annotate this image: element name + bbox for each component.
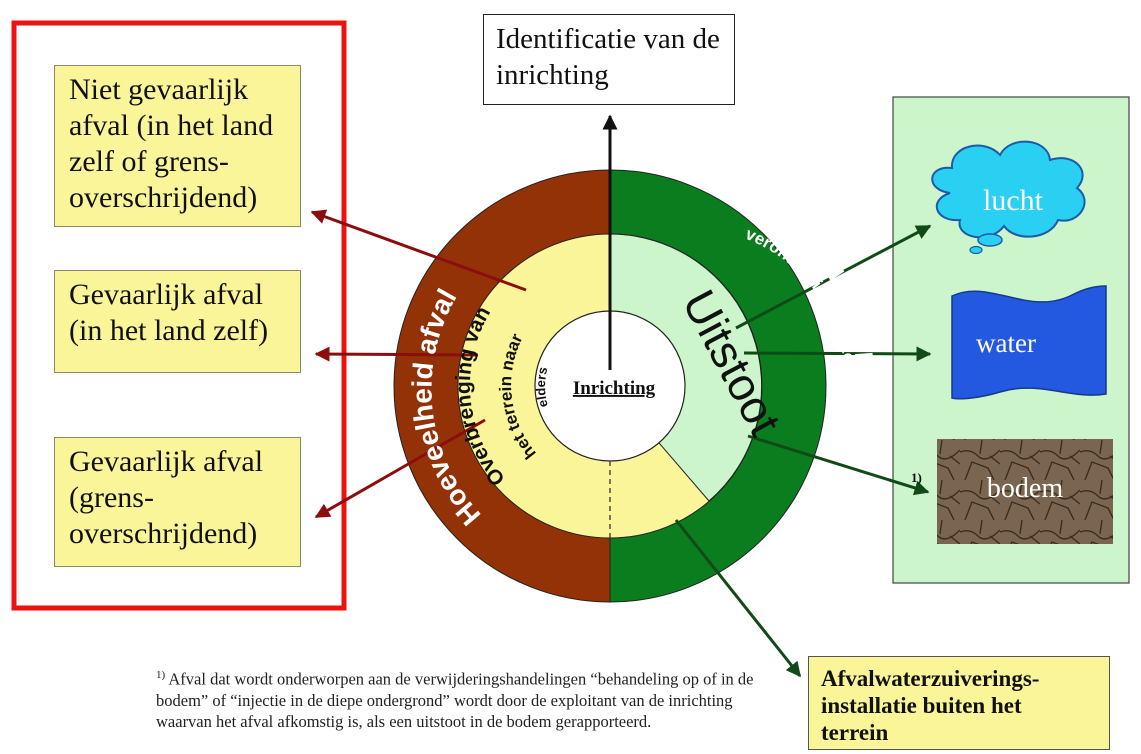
red-frame [11, 20, 347, 611]
afvalwater-box: Afvalwaterzuiverings- installatie buiten… [808, 656, 1110, 750]
arrow-water [743, 346, 932, 362]
arrow-gevaarlijk-land [314, 346, 479, 362]
afvalwater-line: terrein [821, 720, 889, 745]
water-label: water [976, 328, 1036, 358]
center-label: Inrichting [573, 378, 656, 399]
waste-line: (grens- [69, 481, 154, 514]
waste-line: Gevaarlijk afval [69, 278, 264, 311]
waste-line: Gevaarlijk afval [69, 445, 264, 478]
waste-line: zelf of grens- [69, 145, 229, 178]
waste-line: overschrijdend) [69, 517, 258, 550]
waste-line: overschrijdend) [69, 181, 258, 214]
arrow-niet-gevaarlijk [310, 209, 527, 292]
lucht-label: lucht [983, 184, 1044, 217]
arrow-bodem [747, 434, 930, 496]
afvalwater-line: installatie buiten het [821, 693, 1022, 718]
bodem-soil [937, 439, 1113, 544]
inner-ring-uitstoot [609, 233, 763, 502]
bodem-footnote-marker: 1) [911, 470, 922, 485]
footnote-marker: 1) [156, 669, 166, 681]
waste-box-gevaarlijk-land: Gevaarlijk afval (in het land zelf) [54, 270, 301, 373]
label-overbrenging-3: elders [533, 366, 551, 409]
arrow-gevaarlijk-grens [314, 418, 486, 519]
arrow-lucht [735, 224, 932, 330]
lucht-cloud [931, 140, 1086, 239]
waste-line: afval (in het land [69, 109, 274, 142]
identificatie-label: Identificatie van de inrichting [496, 23, 720, 91]
waste-box-gevaarlijk-grens: Gevaarlijk afval (grens- overschrijdend) [54, 437, 301, 567]
waste-line: Niet gevaarlijk [69, 73, 249, 106]
identificatie-box: Identificatie van de inrichting [483, 14, 735, 105]
arrow-afvalwater [674, 519, 802, 678]
footnote-text: Afval dat wordt onderworpen aan de verwi… [156, 669, 754, 731]
waste-box-niet-gevaarlijk: Niet gevaarlijk afval (in het land zelf … [54, 65, 301, 227]
bodem-label: bodem [987, 473, 1063, 504]
footnote: 1) Afval dat wordt onderworpen aan de ve… [156, 665, 766, 732]
waste-line: (in het land zelf) [69, 314, 269, 347]
water-flag [951, 285, 1107, 400]
afvalwater-line: Afvalwaterzuiverings- [821, 666, 1040, 691]
